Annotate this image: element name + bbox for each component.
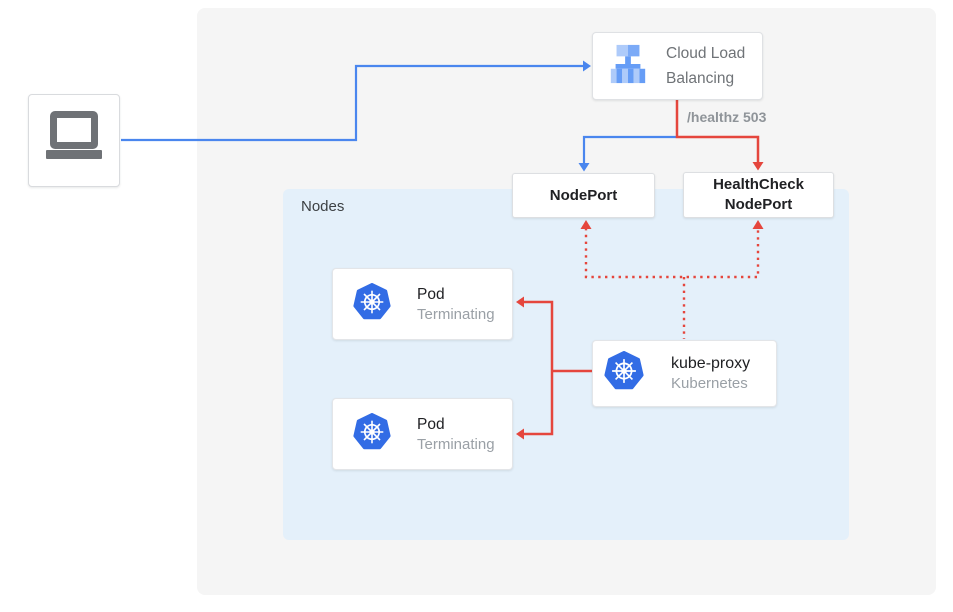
nodes-label: Nodes <box>301 198 345 215</box>
kubernetes-icon <box>353 412 391 456</box>
client-node <box>28 94 120 187</box>
pod-node-1: Pod Terminating <box>332 268 513 340</box>
cloud-load-balancing-icon <box>605 43 651 90</box>
pod-node-2: Pod Terminating <box>332 398 513 470</box>
healthz-annotation: /healthz 503 <box>687 109 767 125</box>
pod-title: Pod <box>417 285 445 303</box>
kubernetes-icon <box>604 351 644 396</box>
nodeport-label: NodePort <box>549 186 618 204</box>
laptop-icon <box>40 110 108 171</box>
pod-title: Pod <box>417 415 445 433</box>
cloud-load-balancing-label: Cloud Load Balancing <box>666 45 746 87</box>
healthcheck-nodeport-node: HealthCheck NodePort <box>683 172 834 218</box>
kubeproxy-to-pods-connector <box>516 296 592 440</box>
kubeproxy-to-nodeports-connector <box>580 220 764 339</box>
pod-status: Terminating <box>417 435 495 453</box>
pod-status: Terminating <box>417 305 495 323</box>
kube-proxy-node: kube-proxy Kubernetes <box>592 340 777 407</box>
client-to-lb-connector <box>121 60 591 142</box>
healthcheck-nodeport-label: HealthCheck NodePort <box>713 176 804 213</box>
kubernetes-icon <box>353 282 391 326</box>
nodeport-node: NodePort <box>512 173 655 218</box>
lb-to-healthcheck-connector <box>675 100 764 171</box>
kube-proxy-title: kube-proxy <box>671 355 751 372</box>
cloud-load-balancing-node: Cloud Load Balancing <box>592 32 763 100</box>
lb-to-nodeport-connector <box>578 135 676 172</box>
kube-proxy-subtitle: Kubernetes <box>671 375 748 392</box>
